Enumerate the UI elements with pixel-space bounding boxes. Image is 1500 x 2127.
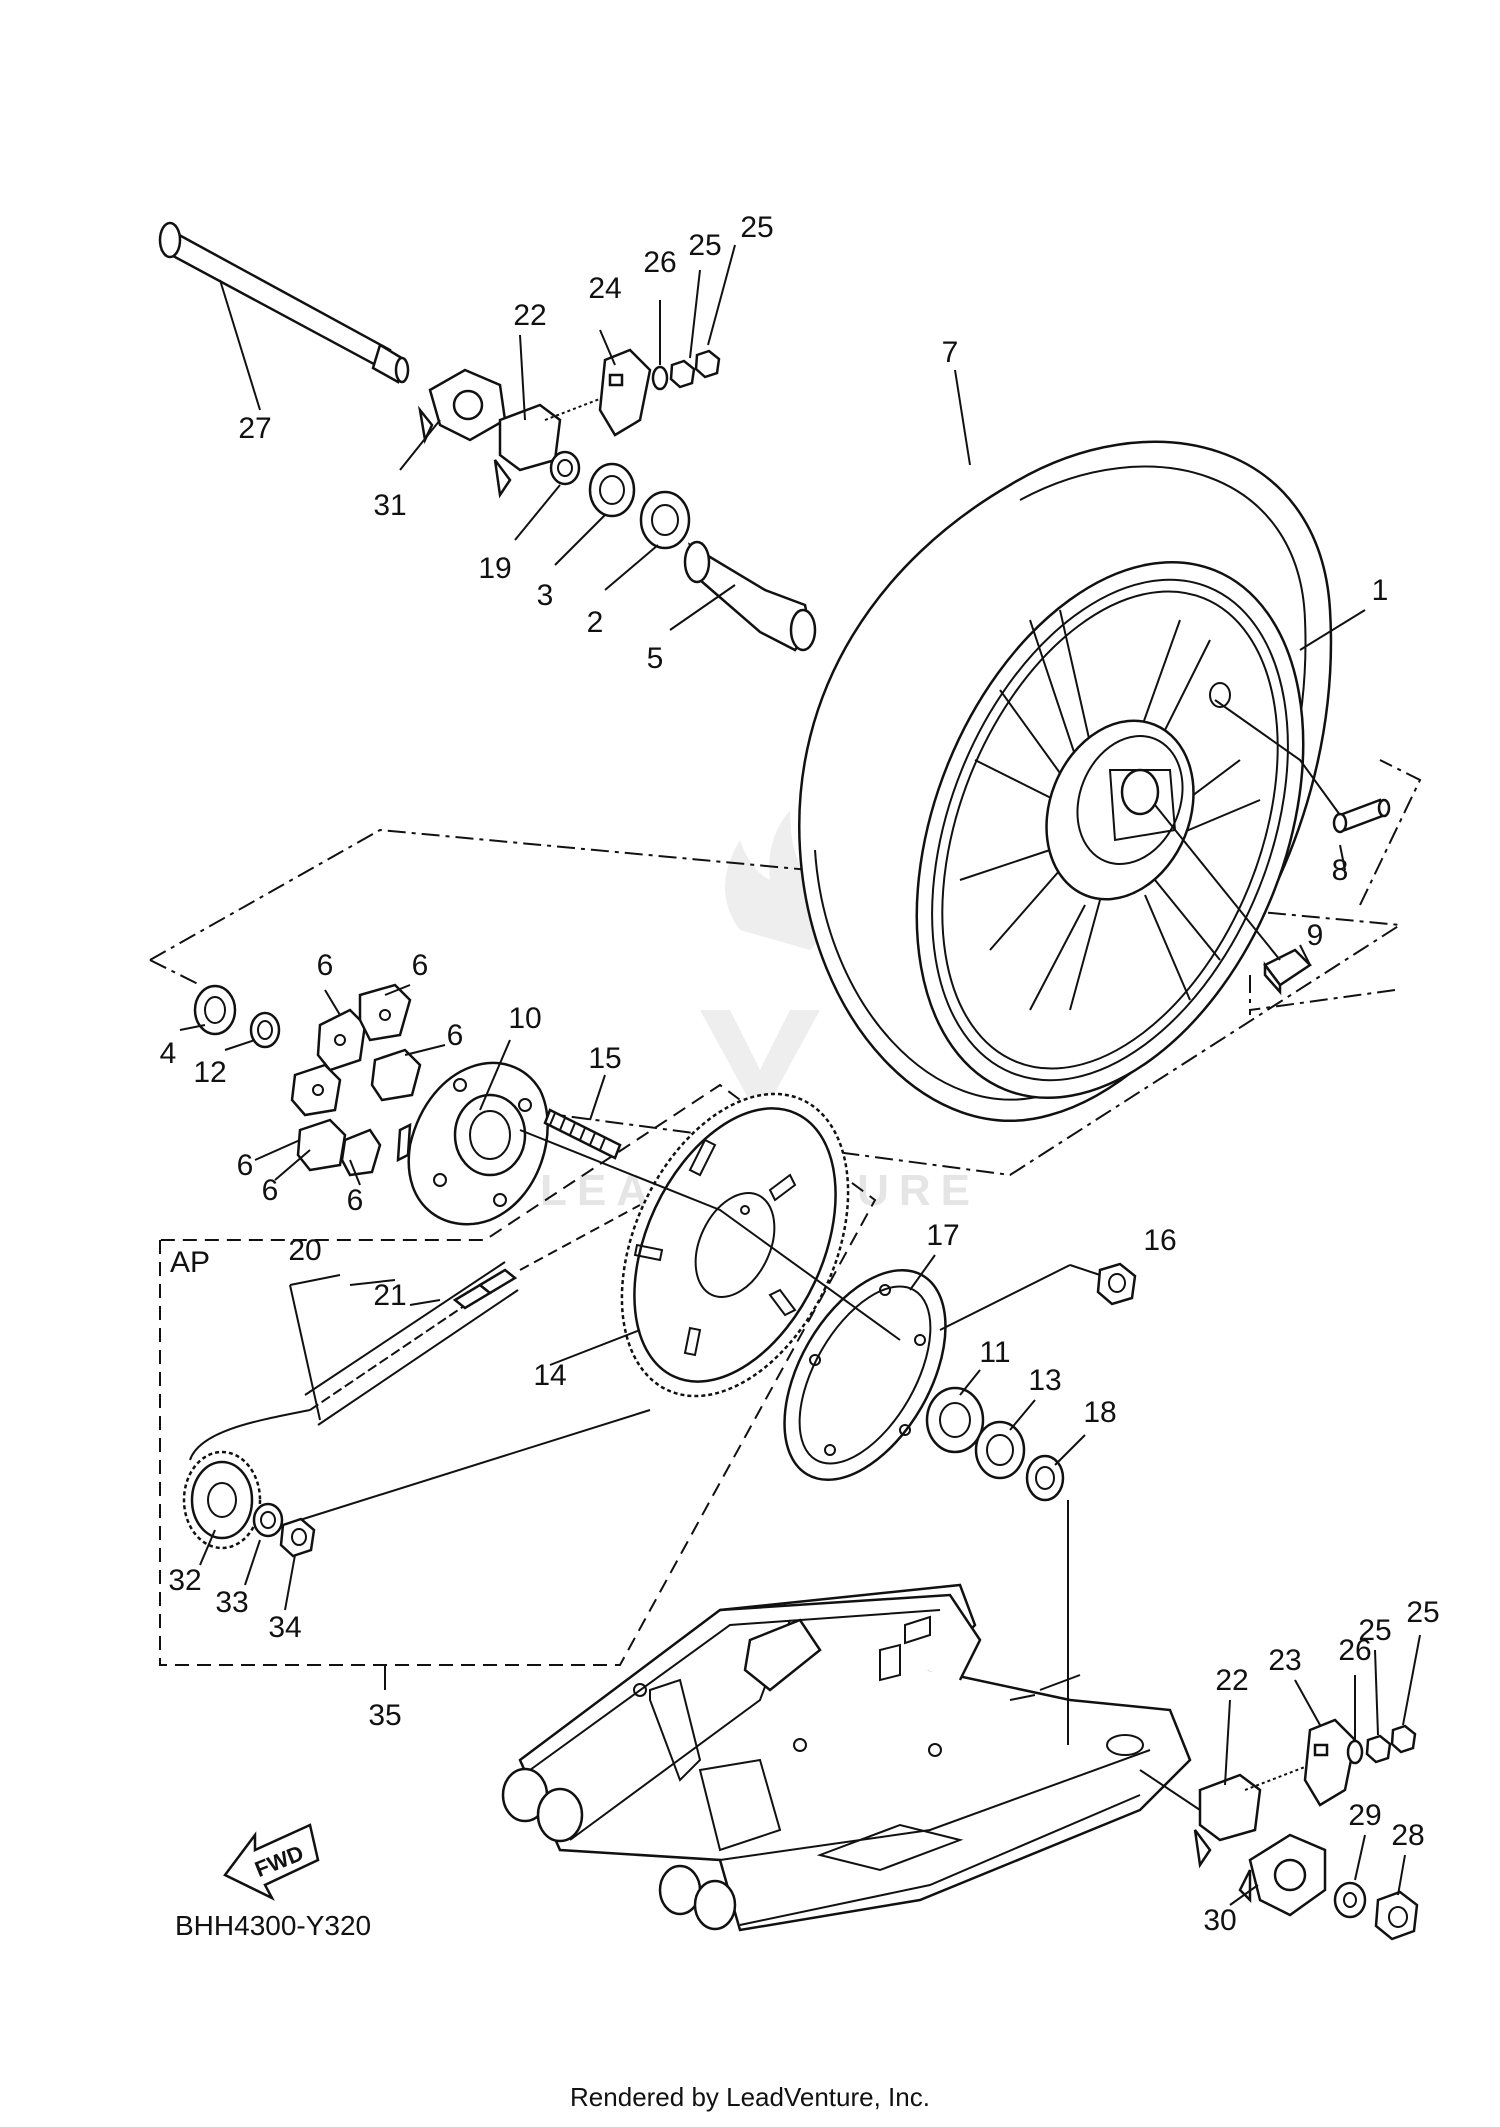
callout-29: 29 — [1348, 1799, 1381, 1832]
drive-chain-20 — [189, 1204, 651, 1521]
axle-nut-28 — [1374, 1890, 1419, 1941]
washer-26b — [1346, 1739, 1364, 1765]
callout-6: 6 — [237, 1149, 254, 1182]
callout-22: 22 — [513, 299, 546, 332]
callout-25: 25 — [740, 211, 773, 244]
callout-6: 6 — [447, 1019, 464, 1052]
nut-34 — [279, 1517, 316, 1558]
ap-kit-box — [159, 1083, 877, 1666]
nut-25b — [694, 349, 721, 379]
ap-label: AP — [170, 1246, 210, 1279]
washer-26a — [651, 365, 669, 391]
callout-24: 24 — [588, 272, 621, 305]
diagram-code: BHH4300-Y320 — [175, 1910, 371, 1941]
callout-6: 6 — [347, 1184, 364, 1217]
callout-28: 28 — [1391, 1819, 1424, 1852]
callout-21: 21 — [373, 1279, 406, 1312]
callout-8: 8 — [1332, 854, 1349, 887]
nut-25a — [669, 359, 696, 389]
callout-15: 15 — [588, 1042, 621, 1075]
callout-14: 14 — [533, 1359, 566, 1392]
nut-16 — [1096, 1262, 1137, 1306]
callout-22: 22 — [1215, 1664, 1248, 1697]
collar-18 — [1025, 1454, 1065, 1502]
sprocket-14 — [620, 1092, 850, 1398]
callout-labels: 27 31 22 24 26 25 25 19 3 2 5 7 1 8 9 4 … — [160, 211, 1440, 1937]
footer-credit: Rendered by LeadVenture, Inc. — [570, 2082, 930, 2112]
bearing-11 — [925, 1386, 985, 1454]
callout-6: 6 — [317, 949, 334, 982]
bearing-4 — [193, 984, 237, 1036]
callout-25: 25 — [1406, 1596, 1439, 1629]
axle — [158, 221, 410, 384]
left-adjuster-block — [417, 368, 507, 445]
callout-23: 23 — [1268, 1644, 1301, 1677]
callout-16: 16 — [1143, 1224, 1176, 1257]
collar-19 — [549, 450, 581, 486]
master-link-21 — [452, 1268, 518, 1310]
dampers-6 — [290, 983, 422, 1177]
callout-5: 5 — [647, 642, 664, 675]
callout-27: 27 — [238, 412, 271, 445]
rear-wheel — [798, 440, 1333, 1122]
washer-29 — [1333, 1881, 1367, 1919]
callout-25: 25 — [688, 229, 721, 262]
callout-31: 31 — [373, 489, 406, 522]
stud-15 — [543, 1108, 622, 1160]
right-chain-plate-23 — [1303, 1718, 1357, 1807]
callout-33: 33 — [215, 1586, 248, 1619]
callout-13: 13 — [1028, 1364, 1061, 1397]
fwd-arrow-icon: FWD — [223, 1823, 320, 1901]
valve-8 — [1332, 798, 1391, 834]
collar-12 — [249, 1011, 281, 1049]
driven-flange-10 — [396, 1061, 549, 1226]
callout-20: 20 — [288, 1234, 321, 1267]
seal-13 — [974, 1420, 1026, 1480]
drive-sprocket-32 — [182, 1450, 262, 1550]
callout-6: 6 — [412, 949, 429, 982]
callout-34: 34 — [268, 1611, 301, 1644]
callout-7: 7 — [942, 336, 959, 369]
bearing-2 — [639, 490, 691, 550]
right-chain-puller — [1193, 1764, 1311, 1869]
callout-35: 35 — [368, 1699, 401, 1732]
callout-2: 2 — [587, 606, 604, 639]
callout-3: 3 — [537, 579, 554, 612]
callout-12: 12 — [193, 1056, 226, 1089]
callout-30: 30 — [1203, 1904, 1236, 1937]
callout-26: 26 — [1338, 1634, 1371, 1667]
callout-6: 6 — [262, 1174, 279, 1207]
callout-11: 11 — [979, 1336, 1010, 1369]
lock-washer-33 — [252, 1502, 284, 1538]
retainer-plate-17 — [783, 1268, 947, 1482]
callout-10: 10 — [508, 1002, 541, 1035]
spacer-5 — [683, 540, 817, 652]
callout-1: 1 — [1372, 574, 1389, 607]
callout-9: 9 — [1307, 919, 1324, 952]
hub-group-outline — [149, 828, 1403, 1177]
callout-18: 18 — [1083, 1396, 1116, 1429]
adjuster-block-30 — [1238, 1833, 1327, 1917]
leader-lines — [179, 244, 1421, 1906]
swingarm — [501, 1583, 1192, 1932]
callout-17: 17 — [926, 1219, 959, 1252]
seal-3 — [588, 462, 636, 518]
callout-4: 4 — [160, 1037, 177, 1070]
callout-32: 32 — [168, 1564, 201, 1597]
left-chain-plate — [598, 348, 652, 437]
callout-26: 26 — [643, 246, 676, 279]
balance-weight-9 — [1263, 948, 1312, 996]
nut-25d — [1390, 1724, 1417, 1754]
callout-25: 25 — [1358, 1614, 1391, 1647]
nut-25c — [1365, 1734, 1392, 1764]
callout-19: 19 — [478, 552, 511, 585]
